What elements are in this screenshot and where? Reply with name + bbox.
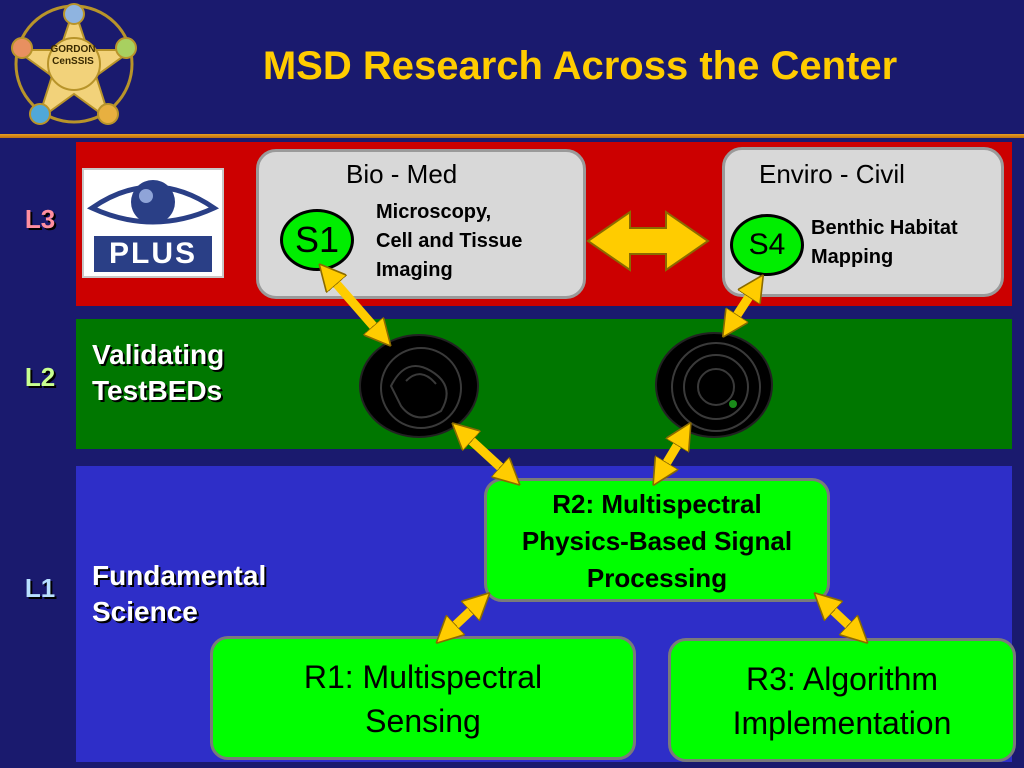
biomed-title: Bio - Med [346, 159, 458, 189]
biomed-desc-line1: Microscopy, [376, 201, 492, 223]
s4-badge: S4 [730, 214, 804, 276]
level-1-caption-line1: Fundamental [92, 560, 267, 591]
logo-text-censsis: CenSSIS [52, 56, 94, 67]
eye-icon [86, 180, 220, 225]
enviro-desc-line1: Benthic Habitat [811, 217, 958, 239]
testbed-disc-enviro [655, 332, 773, 438]
s1-badge: S1 [280, 209, 354, 271]
biomed-desc-line3: Imaging [376, 259, 453, 281]
level-2-caption-line1: Validating [92, 339, 225, 370]
level-2-caption: Validating TestBEDs [92, 337, 224, 409]
level-1-label: L1 [24, 573, 56, 603]
r1-line2: Sensing [365, 703, 481, 739]
plus-logo-text: PLUS [94, 236, 212, 272]
r1-line1: R1: Multispectral [303, 659, 543, 695]
logo-text-gordon: GORDON [50, 44, 96, 55]
biomed-desc-line2: Cell and Tissue [376, 230, 523, 252]
r2-signal-processing-box: R2: Multispectral Physics-Based Signal P… [484, 478, 830, 602]
header-divider [0, 134, 1024, 138]
biomed-description: Microscopy, Cell and Tissue Imaging [376, 198, 586, 285]
censsis-logo-icon [11, 3, 137, 125]
r2-line2: Physics-Based Signal [521, 526, 793, 556]
testbed-disc-biomed [359, 334, 479, 438]
level-2-label: L2 [24, 362, 56, 392]
level-3-label: L3 [24, 204, 56, 234]
slide-title: MSD Research Across the Center [262, 44, 898, 88]
r2-line3: Processing [586, 563, 728, 593]
level-2-caption-line2: TestBEDs [92, 375, 223, 406]
level-2-band [76, 319, 1012, 449]
level-1-caption-line2: Science [92, 596, 198, 627]
r3-line1: R3: Algorithm [745, 661, 939, 697]
level-1-caption: Fundamental Science [92, 558, 266, 630]
enviro-title: Enviro - Civil [759, 159, 905, 189]
r3-implementation-box: R3: Algorithm Implementation [668, 638, 1016, 762]
r2-line1: R2: Multispectral [552, 489, 762, 519]
enviro-description: Benthic Habitat Mapping [811, 214, 1003, 272]
enviro-desc-line2: Mapping [811, 246, 894, 268]
r1-sensing-box: R1: Multispectral Sensing [210, 636, 636, 760]
r3-line2: Implementation [732, 705, 952, 741]
